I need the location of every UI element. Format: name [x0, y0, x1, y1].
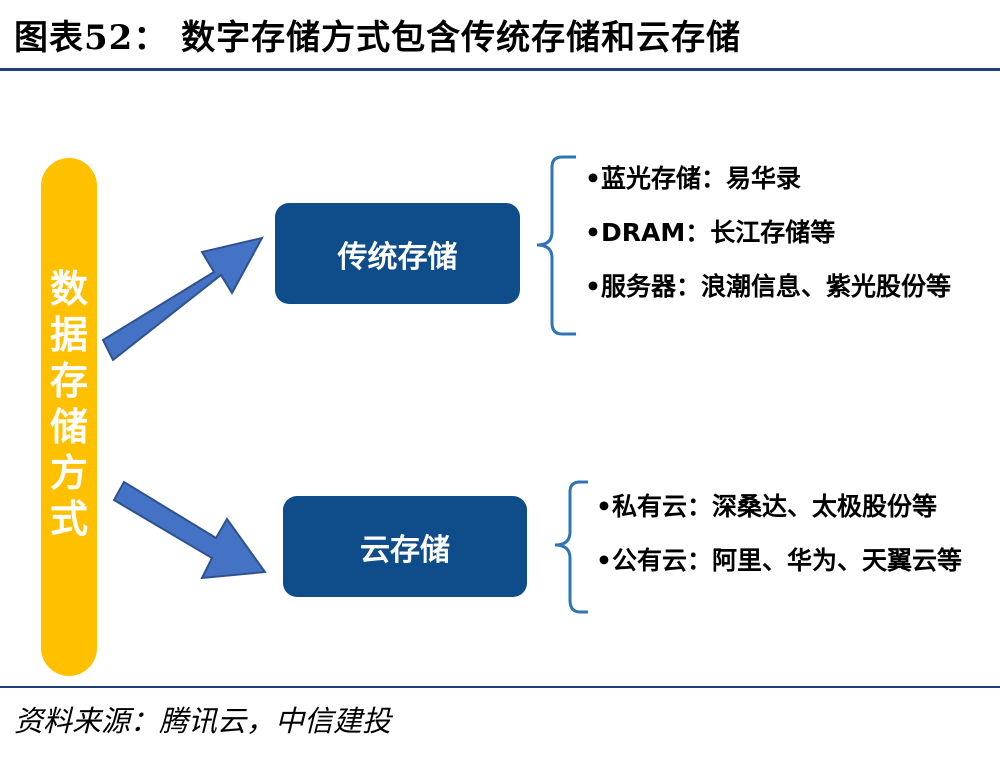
traditional-storage-node: 传统存储	[275, 203, 520, 304]
list-item: •蓝光存储：易华录	[585, 164, 801, 193]
figure-title: 图表52： 数字存储方式包含传统存储和云存储	[14, 18, 742, 58]
root-node-label: 数 据 存 储 方 式	[41, 266, 97, 542]
bottom-rule	[0, 686, 1000, 688]
cloud-storage-node: 云存储	[283, 496, 527, 597]
arrow-to-cloud	[112, 480, 267, 580]
arrow-to-traditional	[101, 236, 264, 362]
traditional-storage-list: •蓝光存储：易华录 •DRAM：长江存储等 •服务器：浪潮信息、紫光股份等	[585, 152, 951, 314]
list-item: •公有云：阿里、华为、天翼云等	[596, 546, 962, 575]
root-char: 据	[49, 313, 88, 357]
brace-cloud	[554, 480, 588, 614]
root-node-pill: 数 据 存 储 方 式	[41, 158, 97, 676]
root-char: 方	[49, 451, 88, 495]
cloud-storage-list: •私有云：深桑达、太极股份等 •公有云：阿里、华为、天翼云等	[596, 480, 962, 588]
root-char: 存	[49, 359, 88, 403]
list-item: •私有云：深桑达、太极股份等	[596, 492, 937, 521]
source-note: 资料来源：腾讯云，中信建投	[14, 704, 392, 738]
top-rule	[0, 68, 1000, 71]
brace-traditional	[536, 155, 576, 336]
list-item: •服务器：浪潮信息、紫光股份等	[585, 272, 951, 301]
root-char: 式	[49, 497, 88, 541]
list-item: •DRAM：长江存储等	[585, 218, 836, 247]
root-char: 数	[49, 267, 88, 311]
root-char: 储	[49, 405, 88, 449]
